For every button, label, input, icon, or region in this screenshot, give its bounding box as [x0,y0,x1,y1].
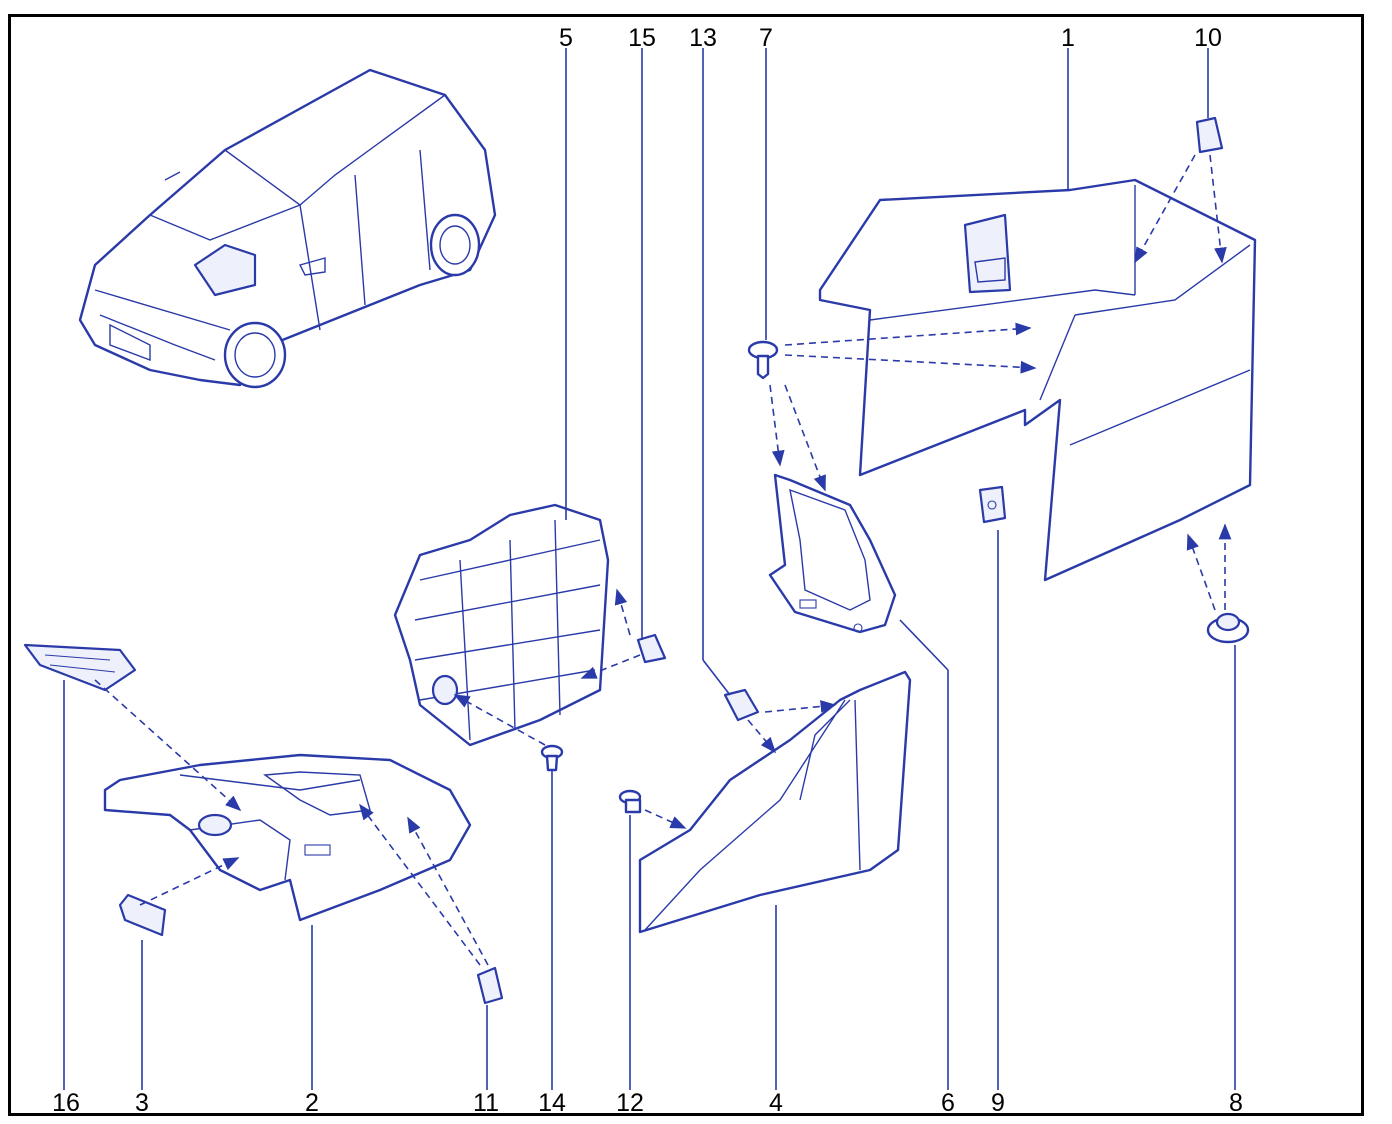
part-16-plate [23,643,137,692]
part-12-push-clip [618,789,642,814]
label-2: 2 [305,1089,319,1117]
assembly-arrows [94,154,1232,966]
part-3-clip [118,893,167,937]
part-9-clip [978,485,1007,524]
label-8: 8 [1229,1089,1243,1117]
part-number-labels: 5 15 13 7 1 10 16 3 2 11 14 12 4 6 9 8 [52,24,1243,1117]
label-6: 6 [941,1089,955,1117]
label-9: 9 [991,1089,1005,1117]
label-3: 3 [135,1089,149,1117]
part-1-wheel-arch-liner [818,178,1257,582]
leader-lines [63,48,1236,1090]
label-4: 4 [769,1089,783,1117]
label-16: 16 [52,1089,80,1117]
part-7-screw [747,340,779,380]
label-14: 14 [538,1089,566,1117]
label-13: 13 [689,24,717,52]
part-2-upper-panel [103,753,472,922]
part-6-bracket [768,473,897,634]
label-12: 12 [616,1089,644,1117]
label-5: 5 [559,24,573,52]
label-15: 15 [628,24,656,52]
part-11-clip [476,966,504,1005]
part-8-nut [1206,612,1250,644]
part-14-push-clip [540,744,564,772]
part-5-cover-panel [393,503,610,747]
label-1: 1 [1061,24,1075,52]
part-15-clip [636,633,667,664]
part-4-lower-liner [638,670,912,934]
part-10-clip [1195,116,1224,154]
label-7: 7 [759,24,773,52]
part-13-clip [723,688,760,722]
car-overview-icon [78,68,497,389]
label-11: 11 [473,1089,499,1117]
label-10: 10 [1194,24,1222,52]
